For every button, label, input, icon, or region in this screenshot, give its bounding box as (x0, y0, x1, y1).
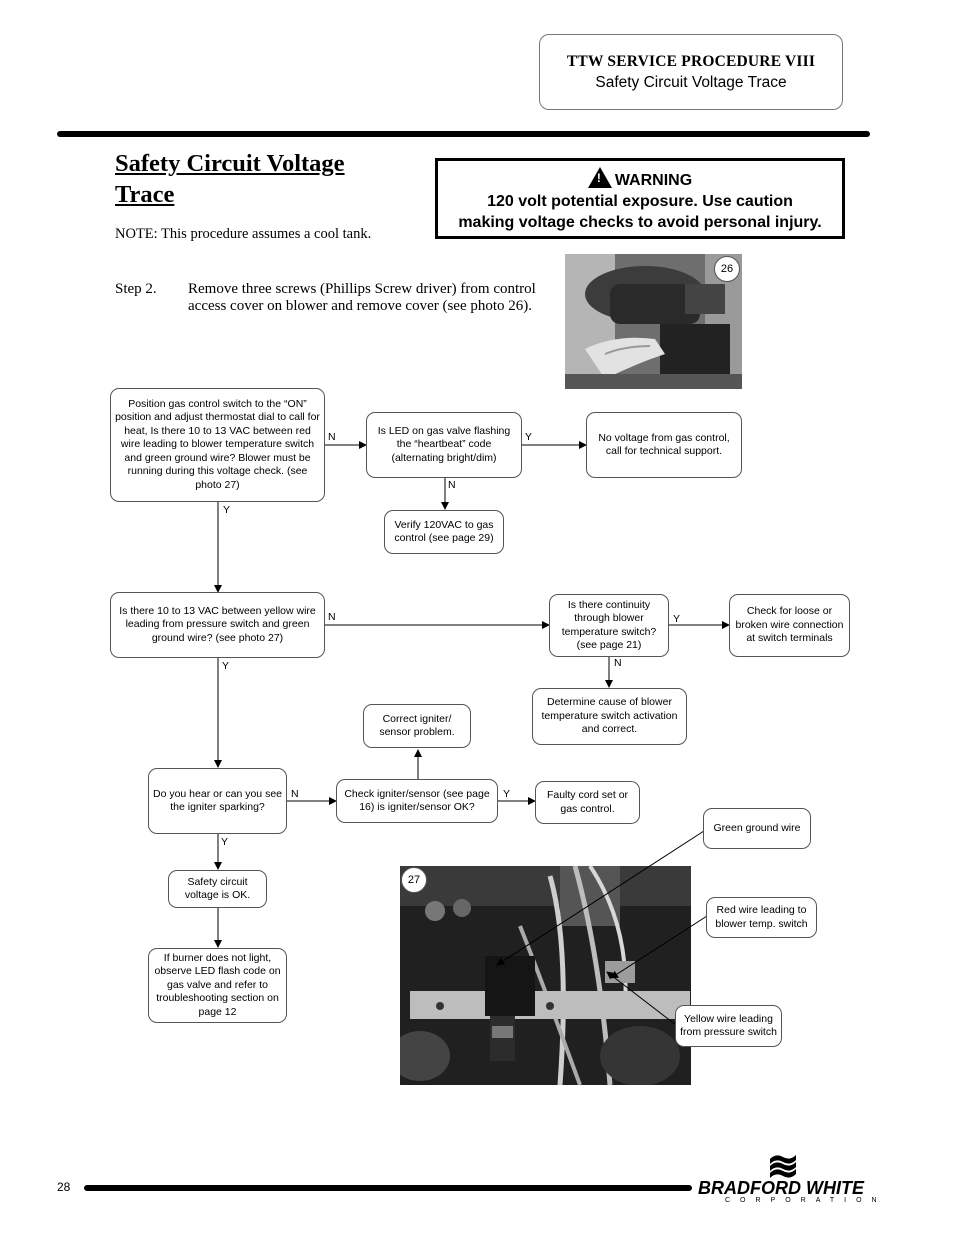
label-no: N (614, 657, 622, 669)
flow-check-loose-wire: Check for loose or broken wire connectio… (729, 594, 850, 657)
flow-correct-igniter: Correct igniter/ sensor problem. (363, 704, 471, 748)
flow-determine-cause: Determine cause of blower temperature sw… (532, 688, 687, 745)
page-title: Safety Circuit Voltage Trace (115, 150, 345, 208)
label-yes: Y (222, 660, 230, 672)
flag-logo-icon (770, 1155, 796, 1178)
step-number: Step 2. (115, 281, 157, 297)
flow-led-heartbeat-question: Is LED on gas valve flashing the “heartb… (366, 412, 522, 478)
flow-verify-120vac: Verify 120VAC to gas control (see page 2… (384, 510, 504, 554)
bottom-rule (84, 1185, 692, 1191)
brand-logo: BRADFORD WHITE CORPORATION (695, 1153, 877, 1208)
flow-safety-circuit-ok: Safety circuit voltage is OK. (168, 870, 267, 908)
brand-name: BRADFORD WHITE (698, 1178, 864, 1198)
warning-line-1: 120 volt potential exposure. Use caution (487, 193, 793, 210)
callout-red-wire: Red wire leading to blower temp. switch (706, 897, 817, 938)
warning-line-2: making voltage checks to avoid personal … (458, 214, 822, 231)
callout-green-ground-wire: Green ground wire (703, 808, 811, 849)
flow-faulty-cord-set: Faulty cord set or gas control. (535, 781, 640, 824)
procedure-number: TTW SERVICE PROCEDURE VIII (566, 53, 816, 70)
photo-26-image (565, 254, 742, 389)
photo-26-badge: 26 (714, 256, 740, 282)
flow-no-voltage-support: No voltage from gas control, call for te… (586, 412, 742, 478)
label-no: N (448, 479, 456, 491)
label-yes: Y (223, 504, 231, 516)
photo-27-image (400, 866, 691, 1085)
flow-burner-not-light: If burner does not light, observe LED fl… (148, 948, 287, 1023)
photo-26: 26 (565, 254, 742, 389)
flow-continuity-question: Is there continuity through blower tempe… (549, 594, 669, 657)
photo-27-badge: 27 (401, 867, 427, 893)
warning-box: !WARNING 120 volt potential exposure. Us… (435, 158, 845, 239)
top-rule (57, 131, 870, 137)
flow-check-yellow-wire-voltage: Is there 10 to 13 VAC between yellow wir… (110, 592, 325, 658)
label-no: N (291, 788, 299, 800)
warning-icon: ! (587, 167, 612, 188)
label-yes: Y (525, 431, 533, 443)
note-text: NOTE: This procedure assumes a cool tank… (115, 226, 372, 242)
label-no: N (328, 431, 336, 443)
warning-heading: WARNING (614, 172, 693, 189)
step-text: Remove three screws (Phillips Screw driv… (188, 281, 536, 314)
callout-yellow-wire: Yellow wire leading from pressure switch (675, 1005, 782, 1047)
procedure-subtitle: Safety Circuit Voltage Trace (595, 74, 787, 91)
flow-check-igniter-sensor: Check igniter/sensor (see page 16) is ig… (336, 779, 498, 823)
page-number: 28 (57, 1180, 71, 1194)
brand-corporation: CORPORATION (725, 1197, 887, 1204)
procedure-header-box: TTW SERVICE PROCEDURE VIII Safety Circui… (539, 34, 843, 110)
photo-27: 27 (400, 866, 691, 1085)
label-yes: Y (503, 788, 511, 800)
label-yes: Y (673, 613, 681, 625)
label-no: N (328, 611, 336, 623)
flow-check-red-wire-voltage: Position gas control switch to the “ON” … (110, 388, 325, 502)
flow-igniter-sparking-question: Do you hear or can you see the igniter s… (148, 768, 287, 834)
label-yes: Y (221, 836, 229, 848)
